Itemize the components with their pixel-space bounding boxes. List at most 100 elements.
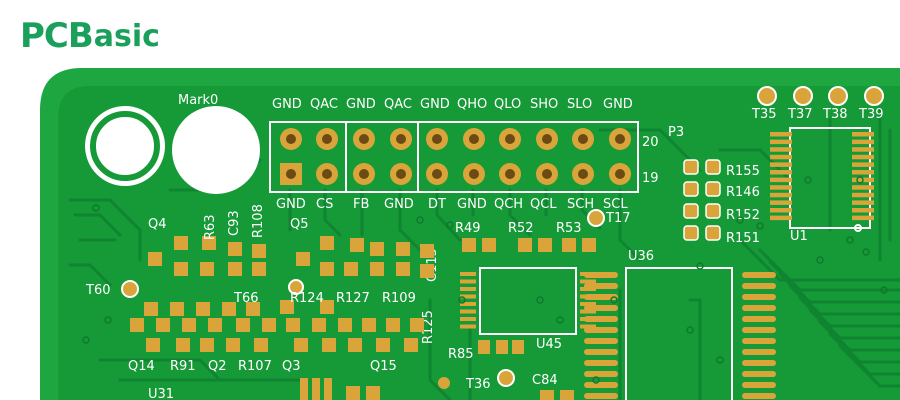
header-pad-hole (432, 134, 442, 144)
label-r108: R108 (251, 204, 266, 238)
via (716, 356, 724, 364)
smd-pad (254, 338, 268, 352)
label-t17: T17 (605, 211, 630, 226)
u1-pad (852, 170, 874, 175)
u45-pad (460, 272, 476, 276)
resistor-pad (705, 159, 721, 175)
u36-pad (584, 327, 618, 333)
u1-pad (770, 154, 792, 160)
smd-pad (182, 318, 196, 332)
smd-pad (386, 318, 400, 332)
header-top-label: QAC (384, 97, 412, 112)
u1-pad (770, 170, 792, 175)
u1-pad (852, 162, 874, 167)
via (458, 296, 466, 304)
u1-pad (770, 192, 792, 198)
header-pad-hole (505, 134, 515, 144)
label-test-point: T37 (787, 107, 812, 122)
header-top-labels: GND QAC GND QAC GND QHO QLO SHO SLO GND (272, 97, 633, 112)
u45-pad (460, 287, 476, 291)
header-top-label: QHO (457, 97, 487, 112)
logo-text-asic: asic (93, 18, 160, 54)
header-bottom-labels: GND CS FB GND DT GND QCH QCL SCH SCL (276, 197, 628, 212)
smd-pad (370, 262, 384, 276)
u45-pad (460, 317, 476, 321)
u1-pad (770, 132, 792, 137)
header-pad-hole (322, 134, 332, 144)
u36-pad (742, 338, 776, 344)
smd-pad (296, 252, 310, 266)
smd-pad (320, 262, 334, 276)
label-q3: Q3 (282, 359, 301, 374)
label-c84: C84 (532, 373, 558, 388)
smd-pad (226, 338, 240, 352)
label-test-point: T39 (858, 107, 883, 122)
label-resistor: R155 (726, 164, 760, 179)
header-bottom-label: DT (428, 197, 446, 212)
u36-pad (584, 382, 618, 388)
u45-pad (580, 279, 596, 284)
header-top-label: SLO (567, 97, 592, 112)
header-pad-hole (432, 169, 442, 179)
u36-pad (742, 349, 776, 355)
header-bottom-label: GND (384, 197, 414, 212)
smd-pad (280, 300, 294, 314)
label-resistor: R146 (726, 185, 760, 200)
smd-pad (344, 262, 358, 276)
label-t36: T36 (465, 377, 490, 392)
header-pad-hole (542, 169, 552, 179)
label-q2: Q2 (208, 359, 227, 374)
u36-pad (742, 327, 776, 333)
header-pad-hole (615, 169, 625, 179)
u1-pad (770, 200, 792, 205)
label-pin20: 20 (642, 135, 659, 150)
u1-pad (852, 147, 874, 152)
u45-pad (460, 294, 476, 299)
header-top-label: GND (603, 97, 633, 112)
resistor-pad (683, 225, 699, 241)
label-mark0: Mark0 (178, 93, 218, 108)
smd-pad (202, 236, 216, 250)
smd-pad (376, 338, 390, 352)
smd-pad (236, 318, 250, 332)
label-r107: R107 (238, 359, 272, 374)
resistor-pad (705, 225, 721, 241)
mounting-hole-pcb-ring (90, 111, 160, 181)
header-pads (280, 163, 302, 185)
u1-pad (852, 215, 874, 221)
header-top-label: GND (420, 97, 450, 112)
u36-pad (584, 349, 618, 355)
via (536, 296, 544, 304)
u36-pad (584, 305, 618, 311)
header-pad-hole (469, 134, 479, 144)
test-point-t36 (497, 369, 515, 387)
header-pad-hole (322, 169, 332, 179)
via (862, 248, 870, 256)
resistor-pad (683, 181, 699, 197)
smd-pad (420, 244, 434, 258)
header-bottom-label: CS (316, 197, 333, 212)
test-points-top: T35 T37 T38 T39 (751, 86, 884, 122)
via (686, 326, 694, 334)
u36-pad (584, 371, 618, 377)
test-point-t66 (288, 279, 304, 295)
smd-pad (362, 318, 376, 332)
label-p3: P3 (668, 125, 684, 140)
header-pad-hole (359, 169, 369, 179)
logo-text-pc: PC (20, 16, 69, 56)
label-r53: R53 (556, 221, 582, 236)
label-q14: Q14 (128, 359, 155, 374)
test-point-t60 (121, 280, 139, 298)
smd-pad (200, 338, 214, 352)
u36-pad (584, 316, 618, 322)
via (856, 176, 864, 184)
smd-pad (312, 318, 326, 332)
header-pad-hole (615, 134, 625, 144)
via (736, 216, 744, 224)
u1-pad (770, 162, 792, 167)
smd-pad (322, 338, 336, 352)
u36-pad (584, 393, 618, 399)
label-t66: T66 (233, 291, 258, 306)
u36-pad (742, 294, 776, 300)
header-pad-hole (286, 134, 296, 144)
